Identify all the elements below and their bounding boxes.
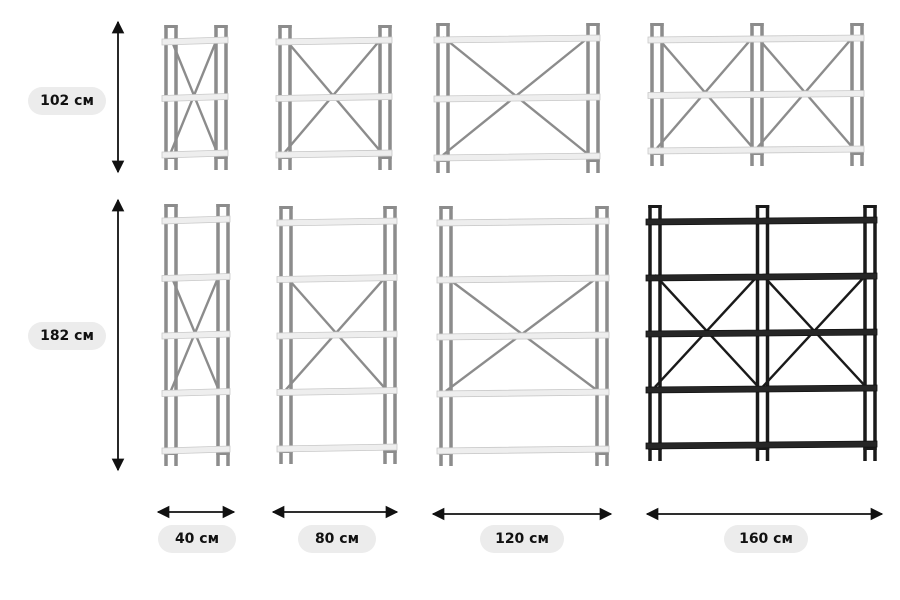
shelving-unit-7	[645, 205, 878, 461]
shelving-unit-2	[433, 23, 601, 173]
shelf-board	[647, 145, 865, 155]
frame-foot-rail	[755, 447, 770, 450]
frame-top-cap	[278, 25, 292, 28]
frame-foot-rail	[214, 156, 228, 159]
frame-top-cap	[755, 205, 770, 208]
shelving-unit-3	[647, 23, 865, 166]
shelf-board	[647, 90, 865, 99]
frame-top-cap	[863, 205, 877, 208]
frame-foot-rail	[586, 159, 600, 162]
frame-top-cap	[595, 206, 609, 209]
shelf-board	[161, 149, 229, 159]
shelf-board	[436, 274, 610, 284]
shelf-board	[275, 93, 393, 102]
shelf-board	[161, 36, 229, 46]
shelf-board	[161, 93, 229, 102]
shelf-board	[161, 445, 231, 455]
shelf-board	[161, 388, 231, 397]
frame-top-cap	[439, 206, 453, 209]
shelf-board	[276, 217, 398, 227]
frame-foot-rail	[595, 452, 609, 455]
shelving-unit-0	[161, 25, 229, 170]
frame-top-cap	[383, 206, 397, 209]
shelf-board	[275, 36, 393, 46]
frame-top-cap	[164, 25, 178, 28]
frame-top-cap	[436, 23, 450, 26]
shelf-board	[275, 149, 393, 159]
shelving-unit-6	[436, 206, 610, 466]
width-label-80: 80 см	[298, 525, 376, 553]
shelf-board	[276, 274, 398, 283]
width-label-160: 160 см	[724, 525, 808, 553]
frame-top-cap	[650, 23, 664, 26]
shelf-board	[276, 387, 398, 396]
shelving-unit-4	[161, 204, 231, 466]
frame-top-cap	[216, 204, 230, 207]
width-label-40: 40 см	[158, 525, 236, 553]
shelf-board	[645, 440, 878, 450]
frame-foot-rail	[863, 447, 877, 450]
shelf-board	[436, 445, 610, 455]
frame-top-cap	[850, 23, 864, 26]
shelf-board	[645, 216, 878, 226]
frame-foot-rail	[850, 152, 864, 155]
shelf-board	[276, 443, 398, 453]
shelf-board	[161, 273, 231, 282]
height-label-102: 102 см	[28, 87, 106, 115]
frame-top-cap	[164, 204, 178, 207]
shelf-board	[433, 34, 601, 44]
width-label-120: 120 см	[480, 525, 564, 553]
shelf-board	[436, 331, 610, 341]
shelf-board	[645, 384, 878, 394]
frame-top-cap	[378, 25, 392, 28]
frame-foot-rail	[216, 452, 230, 455]
shelf-board	[645, 272, 878, 282]
shelf-board	[161, 330, 231, 340]
frame-foot-rail	[383, 450, 397, 453]
frame-top-cap	[214, 25, 228, 28]
frame-top-cap	[279, 206, 293, 209]
shelving-unit-5	[276, 206, 398, 464]
frame-top-cap	[750, 23, 764, 26]
frame-foot-rail	[378, 156, 392, 159]
frame-top-cap	[648, 205, 662, 208]
frame-top-cap	[586, 23, 600, 26]
shelf-board	[433, 93, 601, 103]
shelf-board	[433, 152, 601, 162]
frame-foot-rail	[750, 152, 764, 155]
shelving-unit-1	[275, 25, 393, 170]
shelf-board	[645, 328, 878, 338]
shelf-board	[436, 388, 610, 398]
shelf-board	[436, 217, 610, 227]
shelf-board	[161, 215, 231, 225]
shelf-board	[647, 34, 865, 44]
height-label-182: 182 см	[28, 322, 106, 350]
shelf-board	[276, 330, 398, 340]
